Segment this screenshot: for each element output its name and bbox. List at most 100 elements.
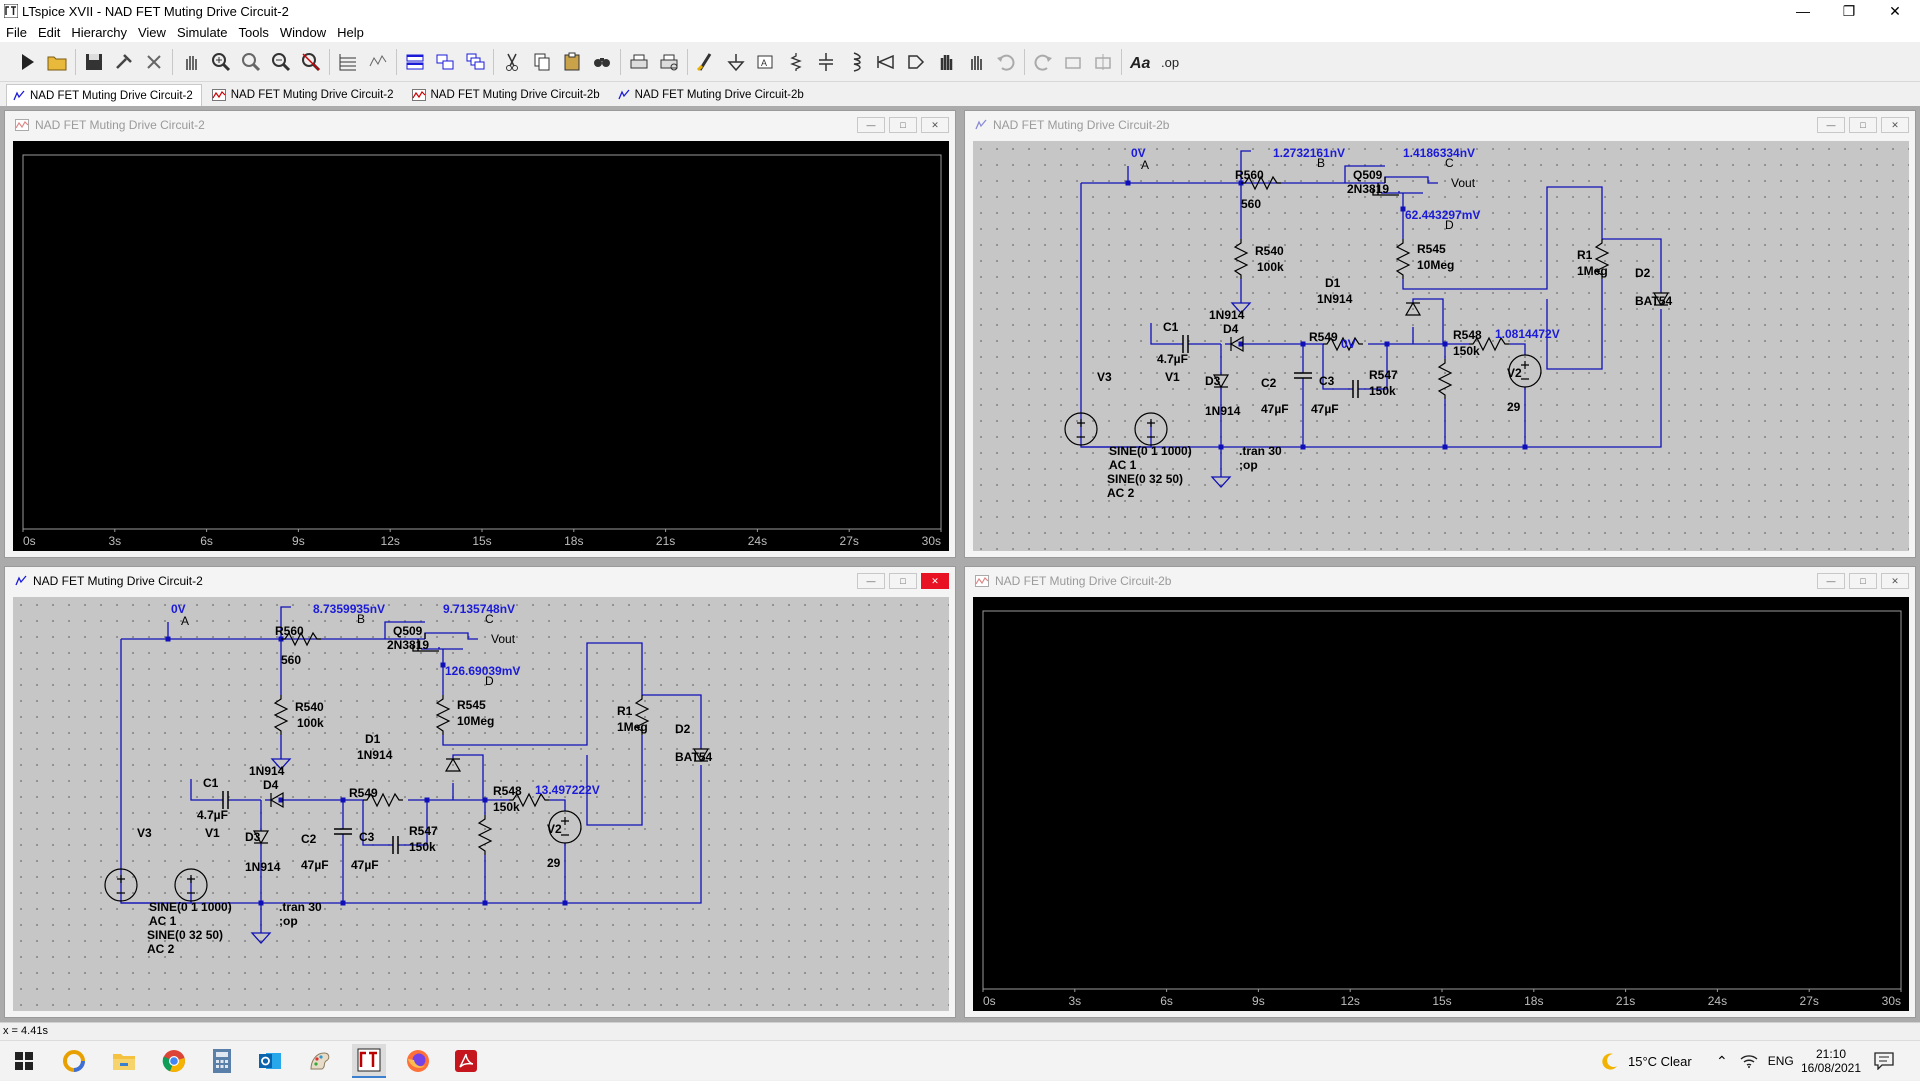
child-maximize-button[interactable]: □ <box>889 117 917 133</box>
control-panel-button[interactable] <box>111 49 137 75</box>
taskbar-chrome[interactable] <box>160 1047 188 1075</box>
menu-simulate[interactable]: Simulate <box>176 24 228 40</box>
child-minimize-button[interactable]: — <box>1817 573 1845 589</box>
child-minimize-button[interactable]: — <box>1817 117 1845 133</box>
capacitor-button[interactable] <box>813 49 839 75</box>
child-maximize-button[interactable]: □ <box>1849 117 1877 133</box>
run-icon <box>22 53 34 70</box>
menu-edit[interactable]: Edit <box>37 24 61 40</box>
rotate-button[interactable] <box>1060 49 1086 75</box>
menu-view[interactable]: View <box>137 24 166 40</box>
close-button[interactable]: ✕ <box>1872 0 1918 22</box>
child-maximize-button[interactable]: □ <box>889 573 917 589</box>
zoom-in-button[interactable] <box>208 49 234 75</box>
halt-button[interactable] <box>141 49 167 75</box>
spice-directive-button[interactable]: .op <box>1157 49 1183 75</box>
menu-help[interactable]: Help <box>337 24 364 40</box>
child-minimize-button[interactable]: — <box>857 117 885 133</box>
menu-file[interactable]: File <box>6 24 27 40</box>
language-indicator[interactable]: ENG <box>1767 1054 1794 1068</box>
ground-button[interactable] <box>723 49 749 75</box>
chevron-up-icon[interactable]: ⌃ <box>1716 1052 1728 1069</box>
wifi-icon[interactable] <box>1740 1054 1758 1068</box>
label-button[interactable]: A <box>753 49 779 75</box>
child-minimize-button[interactable]: — <box>857 573 885 589</box>
acrobat-icon <box>455 1050 477 1072</box>
child-title-bar[interactable]: NAD FET Muting Drive Circuit-2 <box>5 111 955 139</box>
child-maximize-button[interactable]: □ <box>1849 573 1877 589</box>
tab-schematic-circuit-2b[interactable]: NAD FET Muting Drive Circuit-2b <box>612 84 812 106</box>
wire-button[interactable] <box>693 49 719 75</box>
probe-voltage-b: 1.2732161nV <box>1273 146 1345 160</box>
taskbar-calculator[interactable] <box>208 1047 236 1075</box>
child-close-button[interactable]: ✕ <box>921 117 949 133</box>
move-icon <box>940 54 953 70</box>
undo-button[interactable] <box>993 49 1019 75</box>
pan-button[interactable] <box>178 49 204 75</box>
resistor-button[interactable] <box>783 49 809 75</box>
minimize-button[interactable]: — <box>1780 0 1826 22</box>
copy-button[interactable] <box>529 49 555 75</box>
taskbar-firefox[interactable] <box>404 1047 432 1075</box>
waveform-button[interactable] <box>365 49 391 75</box>
drag-button[interactable] <box>963 49 989 75</box>
restore-button[interactable]: ❐ <box>1826 0 1872 22</box>
taskbar-outlook[interactable] <box>256 1047 284 1075</box>
print-preview-button[interactable] <box>656 49 682 75</box>
menu-hierarchy[interactable]: Hierarchy <box>71 24 127 40</box>
zoom-cancel-button[interactable] <box>298 49 324 75</box>
find-button[interactable] <box>589 49 615 75</box>
mirror-button[interactable] <box>1090 49 1116 75</box>
child-title-bar[interactable]: NAD FET Muting Drive Circuit-2b <box>965 111 1915 139</box>
child-close-button[interactable]: ✕ <box>1881 573 1909 589</box>
weather-widget[interactable]: 15°C Clear <box>1600 1041 1692 1081</box>
text-button[interactable]: Aa <box>1127 49 1153 75</box>
open-button[interactable] <box>44 49 70 75</box>
move-button[interactable] <box>933 49 959 75</box>
component-button[interactable] <box>903 49 929 75</box>
action-center-button[interactable] <box>1874 1041 1894 1081</box>
cut-button[interactable] <box>499 49 525 75</box>
child-title-bar[interactable]: NAD FET Muting Drive Circuit-2 <box>5 567 955 595</box>
print-button[interactable] <box>626 49 652 75</box>
taskbar-file-explorer[interactable] <box>110 1047 138 1075</box>
tab-plot-circuit-2[interactable]: NAD FET Muting Drive Circuit-2 <box>206 84 402 106</box>
inductor-button[interactable] <box>843 49 869 75</box>
tile-vertical-button[interactable] <box>432 49 458 75</box>
run-button[interactable] <box>14 49 40 75</box>
taskbar-ltspice[interactable] <box>352 1044 386 1078</box>
paste-button[interactable] <box>559 49 585 75</box>
start-button[interactable] <box>10 1047 38 1075</box>
resistor-symbol <box>509 792 549 808</box>
menu-window[interactable]: Window <box>279 24 327 40</box>
part-value-d1: 1N914 <box>357 748 393 762</box>
taskbar-cortana[interactable] <box>60 1047 88 1075</box>
part-ref-r1: R1 <box>617 704 633 718</box>
taskbar-acrobat[interactable] <box>452 1047 480 1075</box>
zoom-area-button[interactable] <box>238 49 264 75</box>
clock[interactable]: 21:10 16/08/2021 <box>1801 1041 1861 1081</box>
tab-schematic-circuit-2[interactable]: NAD FET Muting Drive Circuit-2 <box>6 84 202 106</box>
autorange-button[interactable] <box>335 49 361 75</box>
schematic-drawing[interactable]: 0VA8.7359935nVB9.7135748nVCVout126.69039… <box>13 597 949 1011</box>
redo-button[interactable] <box>1030 49 1056 75</box>
child-close-button[interactable]: ✕ <box>921 573 949 589</box>
diode-button[interactable] <box>873 49 899 75</box>
child-title-bar[interactable]: NAD FET Muting Drive Circuit-2b <box>965 567 1915 595</box>
schematic-drawing[interactable]: 0VA1.2732161nVB1.4186334nVCVout62.443297… <box>973 141 1909 551</box>
zoom-out-button[interactable] <box>268 49 294 75</box>
tab-plot-circuit-2b[interactable]: NAD FET Muting Drive Circuit-2b <box>406 84 608 106</box>
cascade-button[interactable] <box>462 49 488 75</box>
child-close-button[interactable]: ✕ <box>1881 117 1909 133</box>
save-button[interactable] <box>81 49 107 75</box>
ground-symbol <box>1230 295 1252 314</box>
taskbar-paint[interactable] <box>306 1047 334 1075</box>
menu-tools[interactable]: Tools <box>238 24 269 40</box>
tile-horizontal-button[interactable] <box>402 49 428 75</box>
